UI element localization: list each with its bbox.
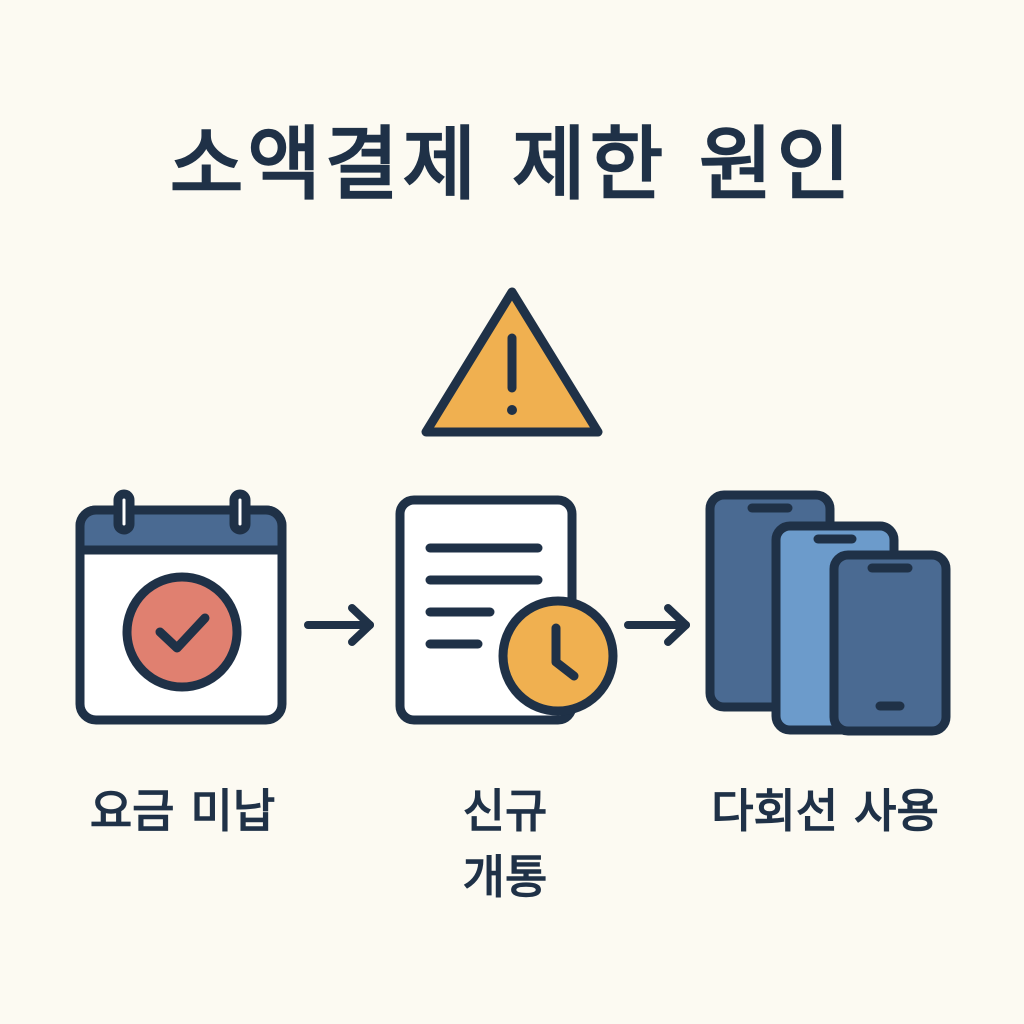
- step-label-multiple-lines: 다회선 사용: [711, 784, 939, 838]
- document-clock-icon: [395, 495, 618, 725]
- calendar-check-icon: [75, 489, 287, 725]
- step-label-new-activation: 신규 개통: [405, 778, 605, 910]
- label-line: 개통: [462, 850, 548, 904]
- step-label-unpaid-fee: 요금 미납: [89, 784, 276, 838]
- warning-icon: [421, 287, 603, 437]
- arrow-right-icon: [624, 604, 690, 646]
- page-title: 소액결제 제한 원인: [169, 118, 855, 211]
- multiple-phones-icon: [705, 490, 951, 736]
- label-line: 신규: [462, 784, 548, 838]
- arrow-right-icon: [304, 604, 374, 646]
